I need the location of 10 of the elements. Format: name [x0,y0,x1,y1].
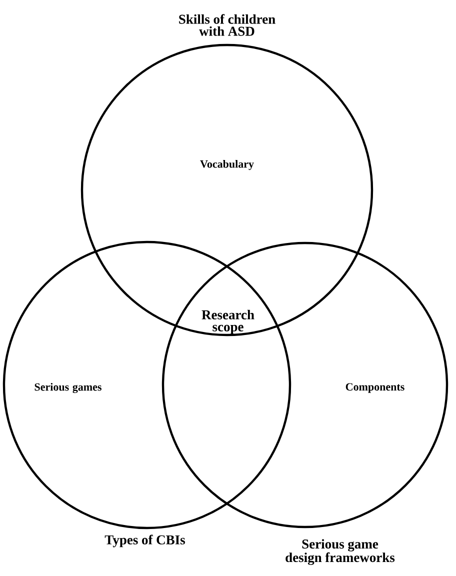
overlap-label: Research scope [202,310,254,334]
circle-label: Vocabulary [200,160,254,170]
circle-title: Serious game design frameworks [286,539,395,565]
venn-circle [2,240,292,530]
circle-label: Serious games [34,382,102,394]
venn-circle [162,242,448,528]
venn-circle [80,44,374,336]
circle-label: Components [346,383,404,393]
circle-title: Types of CBIs [104,534,185,548]
circle-title: Skills of children with ASD [179,14,276,36]
